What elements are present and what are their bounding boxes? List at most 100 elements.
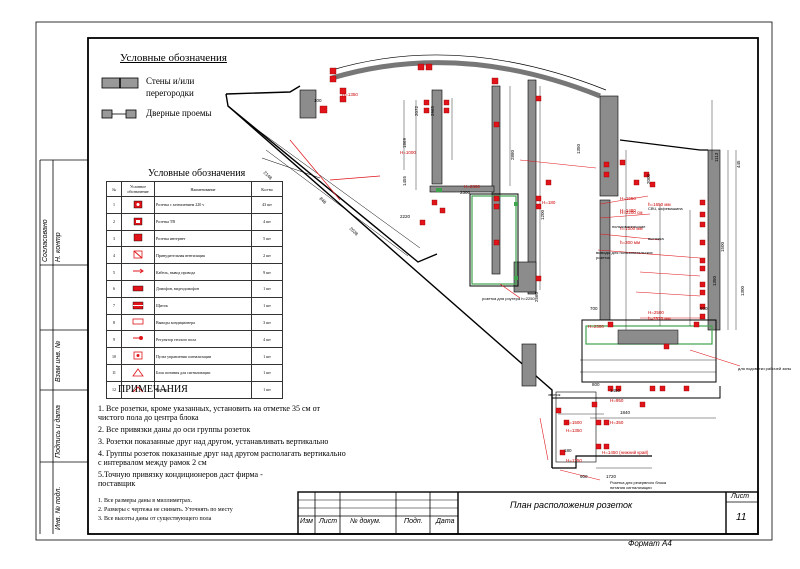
footnote-1: 1. Все размеры даны в миллиметрах. [98,498,193,504]
symbol-number: 10 [106,347,122,365]
symbol-number: 4 [106,246,122,265]
symbol-name: Выводы кондиционера [154,313,252,332]
symbol-name: Блок питания для сигнализации [154,363,252,382]
symbols-table-title: Условные обозначения [148,168,246,179]
symbol-name: Принудительная вентиляция [154,246,252,265]
symbol-number: 3 [106,229,122,248]
note-2: 2. Все привязки даны до оси группы розет… [98,425,251,434]
symbol-number: 5 [106,263,122,281]
symbol-name: Розетка ТВ [154,212,252,231]
symbol-qty: 9 шт [251,263,283,281]
side-stamp [39,159,88,534]
sheet-label: Лист [731,493,750,500]
symbol-name: Пульт управления сигнализации [154,347,252,365]
footnote-2: 2. Размеры с чертежа не снимать. Уточнят… [98,507,233,513]
stamp-replace: Взам инв. № [55,340,62,382]
legend-walls-label-1: Стены и/или [146,76,195,86]
symbol-qty: 43 шт [251,196,283,214]
notes-title: ПРИМЕЧАНИЯ [118,384,188,395]
note-1: 1. Все розетки, кроме указанных, установ… [98,404,320,422]
symbol-number: 6 [106,279,122,298]
col-sign: Подп. [404,518,423,525]
plan-title: План расположения розеток [510,500,633,510]
symbol-qty: 1 шт [251,296,283,315]
legend-title: Условные обозначения [120,52,227,64]
col-number: № [106,181,122,197]
symbol-icon [121,296,155,315]
symbol-icon [121,246,155,265]
symbol-name: Роутер [154,380,252,399]
symbol-icon [121,212,155,231]
note-3: 3. Розетки показанные друг над другом, у… [98,437,329,446]
symbols-table-header: № Условное обозначение Наименование Кол-… [106,181,283,197]
legend-door-icon [101,109,137,119]
symbol-number: 1 [106,196,122,214]
symbol-name: Щиток [154,296,252,315]
symbol-number: 7 [106,296,122,315]
stamp-control: Н. контр [55,232,62,262]
col-izm: Изм [300,518,313,525]
symbol-name: Домофон, видеодомофон [154,279,252,298]
symbol-qty: 2 шт [251,246,283,265]
symbol-number: 11 [106,363,122,382]
format-label: Формат А4 [628,539,672,548]
symbol-number: 2 [106,212,122,231]
legend-doors-label: Дверные проемы [146,108,212,118]
col-symbol: Условное обозначение [121,181,155,197]
symbol-qty: 4 шт [251,212,283,231]
symbol-icon [121,229,155,248]
symbol-name: Кабель, вывод провода [154,263,252,281]
symbol-icon [121,347,155,365]
col-doc: № докум. [350,518,381,525]
hood-markers [436,188,518,280]
symbol-qty: 4 шт [251,330,283,349]
col-qty: Кол-во [251,181,283,197]
footnote-3: 3. Все высоты даны от существующего пола [98,516,212,522]
floor-plan [225,54,741,481]
symbol-icon [121,313,155,332]
symbol-number: 9 [106,330,122,349]
stamp-sign-date: Подпись и дата [55,405,62,458]
stamp-inv: Инв. № подл. [55,486,62,530]
symbol-icon [121,330,155,349]
socket-markers [319,63,706,456]
note-4: 4. Группы розеток показанные друг над др… [98,449,346,467]
symbol-qty: 1 шт [251,347,283,365]
symbol-icon [121,380,155,399]
symbols-table: № Условное обозначение Наименование Кол-… [106,181,283,399]
symbol-number: 8 [106,313,122,332]
note-5: 5.Точную привязку кондиционеров даст фир… [98,470,263,488]
symbol-qty: 5 шт [251,229,283,248]
symbol-name: Розетка с заземлением 220 v [154,196,252,214]
legend-wall-icon [101,77,139,89]
symbol-icon [121,196,155,214]
col-date: Дата [436,518,455,525]
title-block [297,491,759,535]
legend-walls-label-2: перегородки [146,88,194,98]
symbol-qty: 3 шт [251,313,283,332]
stamp-agreed: Согласовано [42,219,49,262]
symbol-icon [121,363,155,382]
symbol-qty: 1 шт [251,363,283,382]
col-name: Наименование [154,181,252,197]
symbol-icon [121,263,155,281]
symbol-qty: 1 шт [251,279,283,298]
symbol-icon [121,279,155,298]
symbol-qty: 1 шт [251,380,283,399]
col-list: Лист [319,518,338,525]
sheet-number: 11 [736,512,747,523]
